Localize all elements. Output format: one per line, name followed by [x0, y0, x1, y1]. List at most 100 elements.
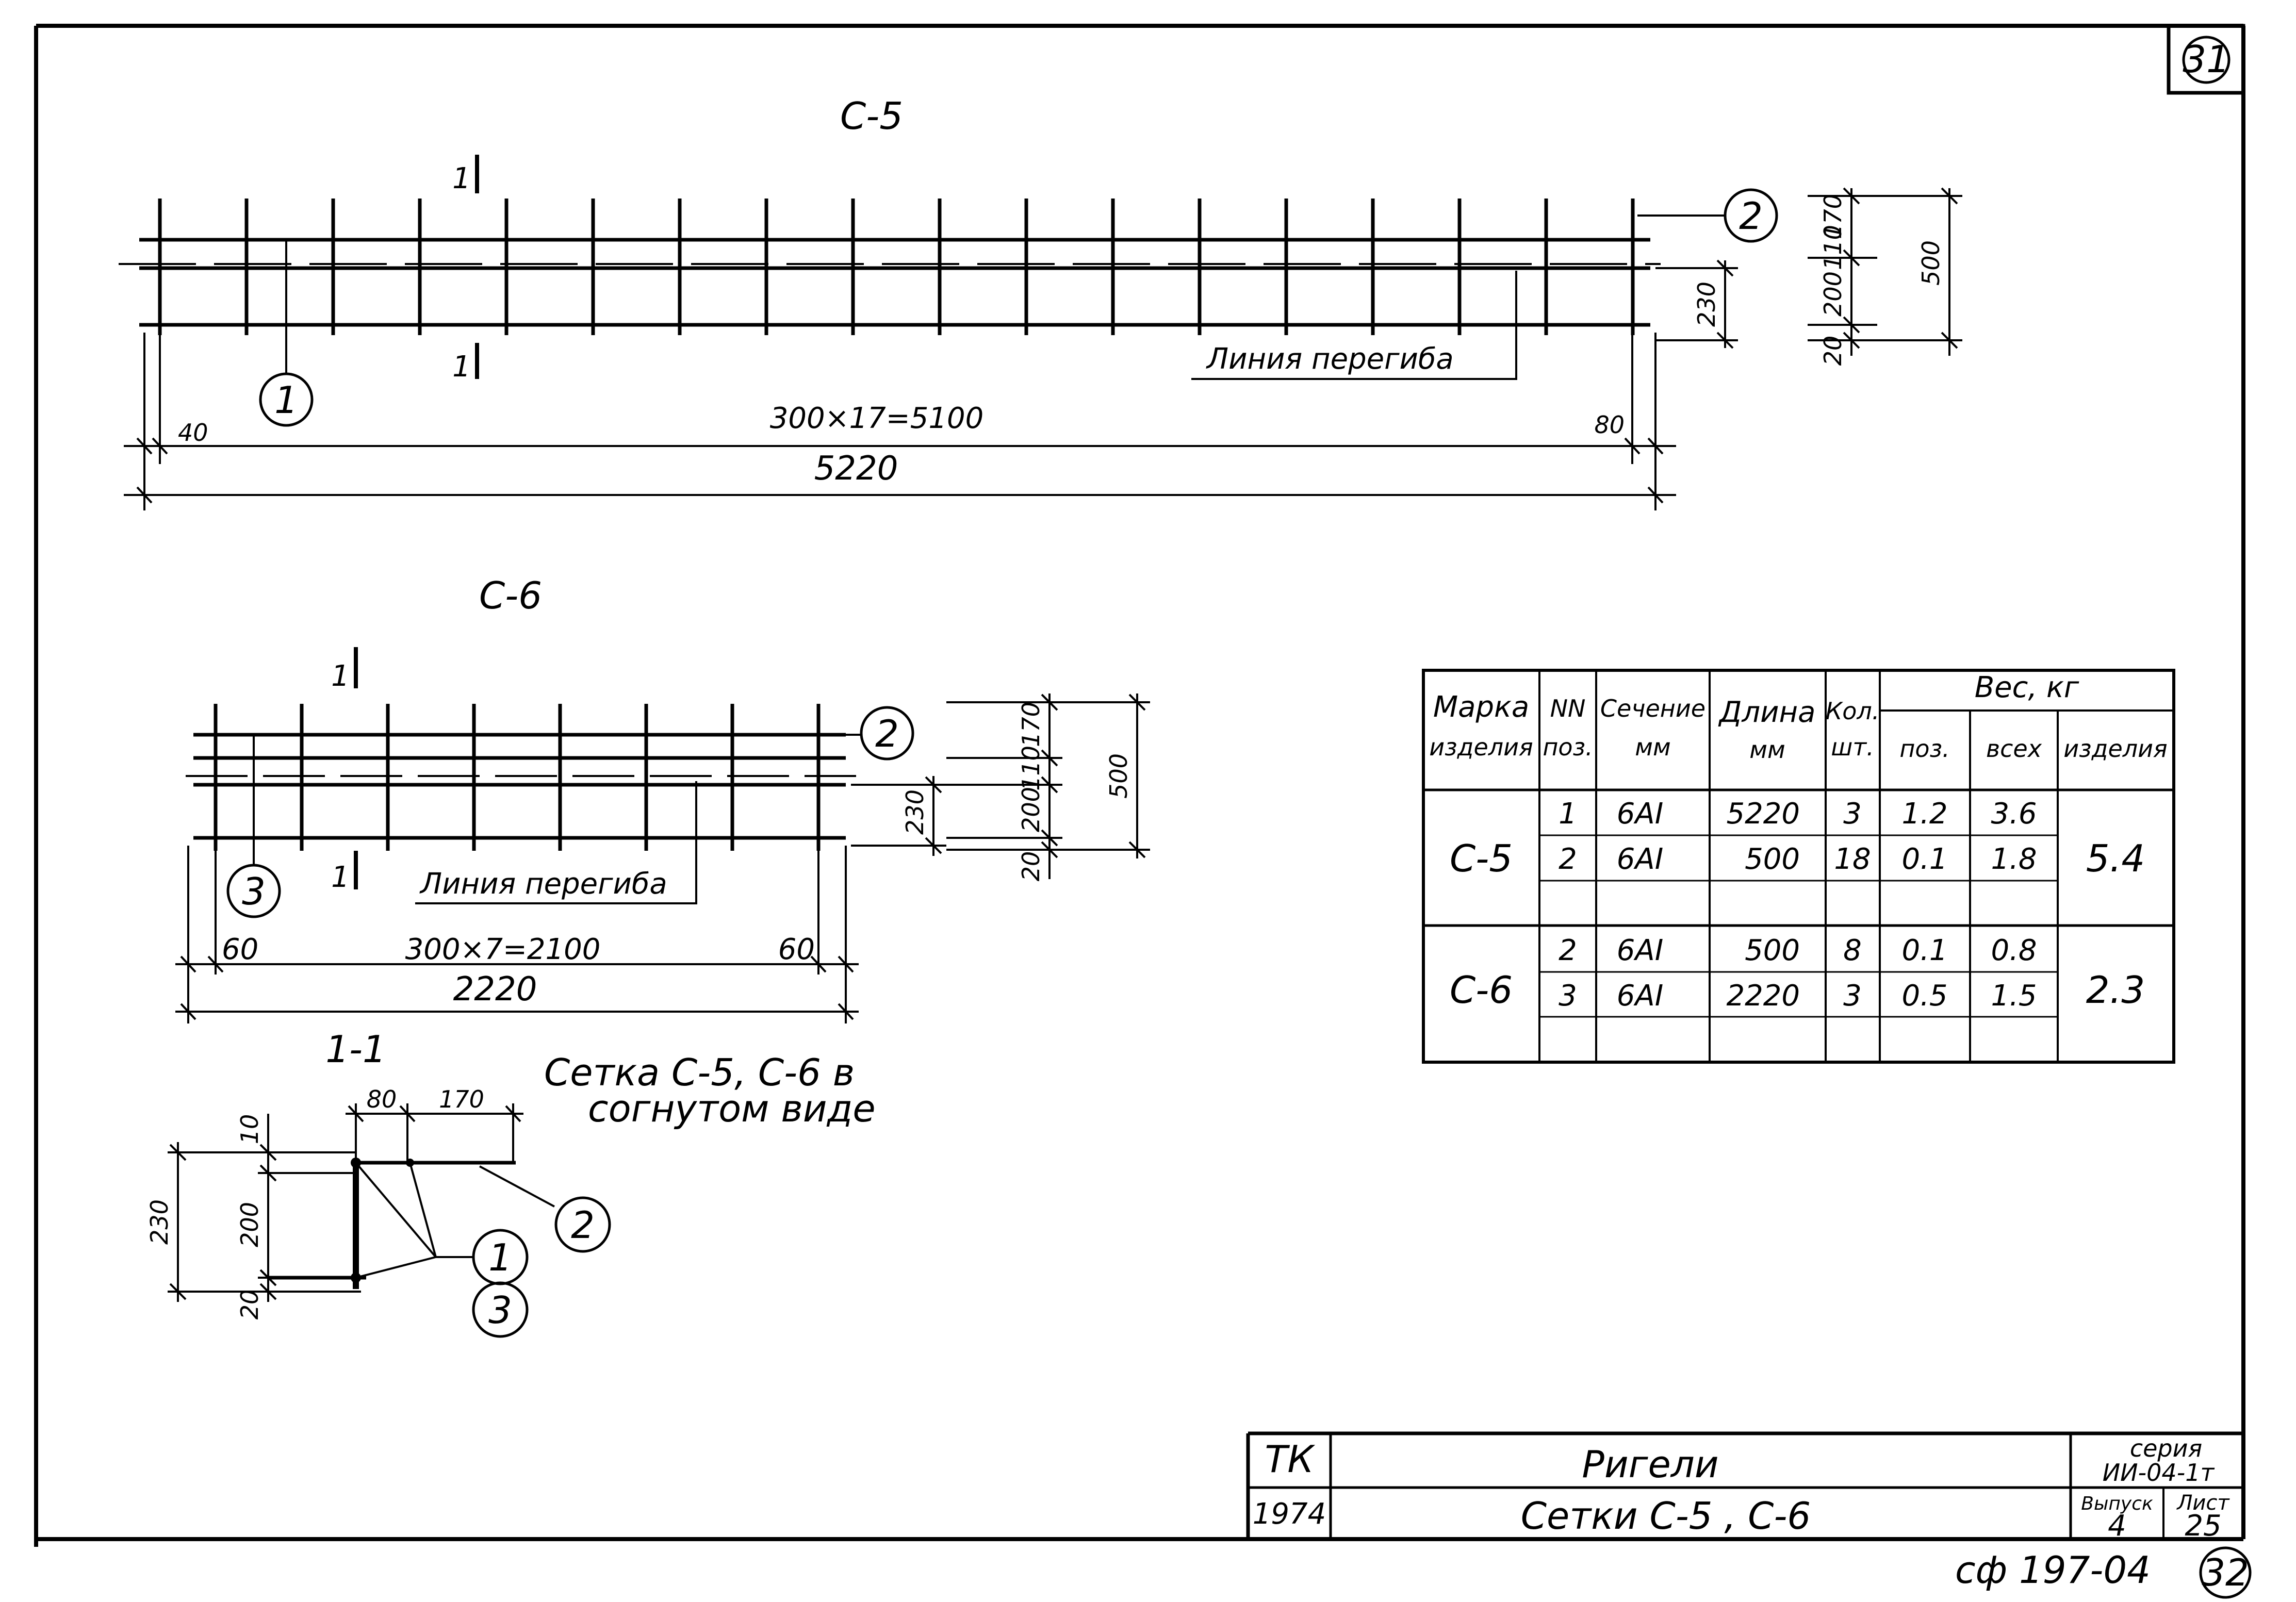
- hdr-length-2: мм: [1749, 736, 1785, 764]
- table-row-1-pos: 1: [1559, 797, 1577, 831]
- table-row-3-length: 500: [1745, 934, 1800, 967]
- title-org: ТК: [1265, 1438, 1315, 1481]
- c5-dim-total: 5220: [814, 450, 898, 488]
- c5-bend-line-label: Линия перегиба: [1206, 342, 1454, 376]
- c5-longitudinal-bars: [139, 238, 1650, 327]
- c6-callout-pos3: [226, 864, 281, 918]
- page-number-circle: [2182, 36, 2231, 84]
- hdr-w-item: изделия: [2063, 735, 2167, 763]
- table-row-1-length: 5220: [1726, 797, 1800, 831]
- page-number-bottom: 32: [2202, 1551, 2249, 1594]
- section-title: 1-1: [325, 1028, 386, 1071]
- c6-section-mark-top: 1: [331, 659, 350, 693]
- c5-callout-pos2: [1724, 188, 1778, 243]
- c5-title: C-5: [840, 94, 903, 138]
- hdr-weight: Вес, кг: [1975, 671, 2079, 704]
- title-name: Ригели: [1582, 1443, 1718, 1486]
- section-1-1: 1-1 Сетка C-5, C-6 в согнутом виде 8: [145, 1028, 876, 1338]
- c5-dim-200: 200: [1819, 271, 1847, 317]
- hdr-length-1: Длина: [1718, 696, 1816, 729]
- hdr-pos-1: NN: [1550, 695, 1586, 722]
- table-row-1-wpos: 1.2: [1901, 797, 1947, 831]
- title-year: 1974: [1253, 1497, 1326, 1531]
- page-number: 31: [2183, 38, 2230, 81]
- table-row-3-pos: 2: [1559, 934, 1577, 967]
- table-mark-c6: C-6: [1450, 968, 1513, 1012]
- section-dim-230: 230: [145, 1199, 173, 1245]
- spec-table: Марка изделия NN поз. Сечение мм Длина м…: [1422, 669, 2175, 1064]
- c6-dim-500: 500: [1105, 753, 1133, 799]
- hdr-mark-1: Марка: [1433, 690, 1529, 724]
- section-callout-3-label: 3: [488, 1289, 512, 1332]
- section-callout-1-label: 1: [488, 1236, 512, 1279]
- hdr-w-pos: поз.: [1899, 735, 1949, 763]
- section-dim-170: 170: [439, 1085, 484, 1113]
- c6-dim-right: 60: [778, 933, 815, 966]
- c6-transverse-bars: [214, 704, 821, 851]
- table-row-4-wpos: 0.5: [1901, 979, 1947, 1013]
- c5-dim-left: 40: [178, 419, 208, 447]
- hdr-mark-2: изделия: [1429, 733, 1533, 761]
- c6-dim-total: 2220: [453, 970, 537, 1009]
- table-row-2-wpos: 0.1: [1901, 843, 1947, 876]
- section-callout-2: [554, 1196, 611, 1253]
- c6-dim-230: 230: [901, 789, 929, 835]
- c6-callout-pos2: [860, 706, 914, 761]
- c5-transverse-bars: [158, 199, 1635, 335]
- archive-code: cф 197-04: [1955, 1548, 2151, 1592]
- section-note-line1: Сетка C-5, C-6 в: [544, 1051, 855, 1094]
- c6-dim-110: 110: [1017, 746, 1045, 791]
- c6-dim-200: 200: [1017, 787, 1045, 832]
- c5-dim-20: 20: [1819, 336, 1847, 366]
- title-sheet: 25: [2185, 1509, 2221, 1543]
- table-row-1-wall: 3.6: [1991, 797, 2037, 831]
- c5-callout-pos1-label: 1: [274, 378, 298, 422]
- c5-section-mark-top: 1: [452, 162, 471, 195]
- section-callout-3: [472, 1281, 529, 1338]
- table-row-4-qty: 3: [1843, 979, 1862, 1013]
- c5-callout-pos1: [259, 372, 314, 427]
- hdr-pos-2: поз.: [1543, 733, 1593, 761]
- c5-dim-right: 80: [1594, 411, 1625, 439]
- c5-dim-110: 110: [1819, 225, 1847, 270]
- table-row-2-section: 6AI: [1617, 843, 1663, 876]
- hdr-w-all: всех: [1986, 735, 2042, 763]
- c6-horizontal-dims: [175, 846, 859, 1023]
- c5-dim-170: 170: [1819, 194, 1847, 239]
- table-row-1-qty: 3: [1843, 797, 1862, 831]
- c5-dim-500: 500: [1917, 240, 1945, 286]
- hdr-qty-2: шт.: [1831, 733, 1874, 761]
- c6-callout-pos3-label: 3: [242, 870, 266, 913]
- title-block: ТК 1974 Ригели Сетки C-5 , C-6 серия ИИ-…: [1246, 1431, 2243, 1543]
- mesh-c5: C-5 1 1 2 1 Линия перегиба: [119, 94, 1962, 510]
- table-mark-c5: C-5: [1450, 837, 1513, 880]
- c5-horizontal-dims: [124, 333, 1676, 510]
- title-issue: 4: [2108, 1509, 2126, 1543]
- c5-dim-span: 300×17=5100: [770, 402, 984, 435]
- c6-bend-line-label: Линия перегиба: [419, 867, 667, 901]
- page-number-bottom-circle: [2199, 1546, 2252, 1599]
- section-dim-10: 10: [236, 1114, 264, 1145]
- table-row-3-qty: 8: [1843, 934, 1862, 967]
- table-row-4-wall: 1.5: [1991, 979, 2037, 1013]
- section-callout-2-label: 2: [571, 1203, 595, 1247]
- table-row-4-section: 6AI: [1617, 979, 1663, 1013]
- c6-dim-span: 300×7=2100: [405, 933, 601, 966]
- sheet-frame: [34, 24, 2245, 1547]
- table-item-weight-c6: 2.3: [2086, 968, 2145, 1012]
- c6-longitudinal-bars: [193, 733, 846, 840]
- section-note-line2: согнутом виде: [588, 1087, 876, 1130]
- hdr-qty-1: Кол.: [1826, 697, 1880, 725]
- c6-title: C-6: [479, 574, 542, 617]
- c6-dim-left: 60: [222, 933, 258, 966]
- section-dim-20: 20: [236, 1290, 264, 1320]
- section-dim-200: 200: [236, 1202, 264, 1247]
- table-row-3-wall: 0.8: [1991, 934, 2037, 967]
- c6-dim-170: 170: [1017, 702, 1045, 747]
- title-sheet-label: Лист: [2176, 1491, 2230, 1515]
- section-dim-80: 80: [367, 1085, 397, 1113]
- table-row-2-pos: 2: [1559, 843, 1577, 876]
- title-series: ИИ-04-1т: [2103, 1459, 2215, 1487]
- c6-dim-20: 20: [1017, 851, 1045, 882]
